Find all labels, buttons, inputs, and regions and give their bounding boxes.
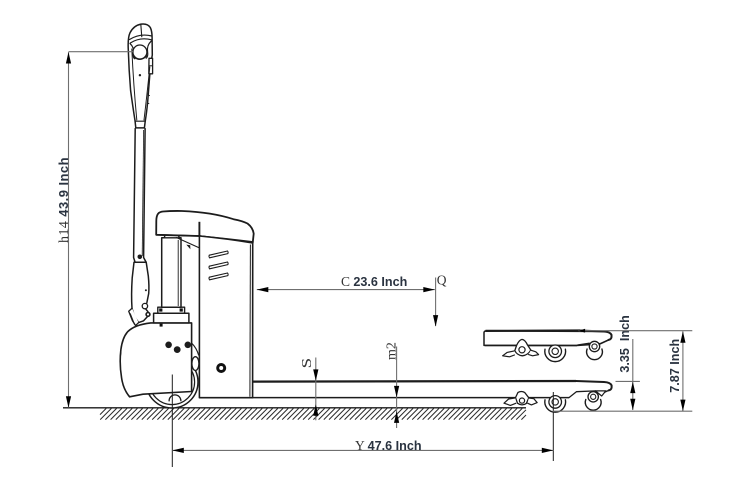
svg-text:h14 43.9 Inch: h14 43.9 Inch — [56, 157, 72, 243]
svg-text:C 23.6 Inch: C 23.6 Inch — [341, 274, 407, 289]
svg-text:m2: m2 — [385, 342, 400, 360]
svg-text:Q: Q — [437, 273, 447, 288]
svg-text:7.87 Inch: 7.87 Inch — [668, 339, 682, 393]
svg-text:3.35 Inch: 3.35 Inch — [618, 315, 632, 372]
svg-text:S: S — [298, 358, 314, 369]
svg-text:Y 47.6 Inch: Y 47.6 Inch — [355, 438, 422, 453]
